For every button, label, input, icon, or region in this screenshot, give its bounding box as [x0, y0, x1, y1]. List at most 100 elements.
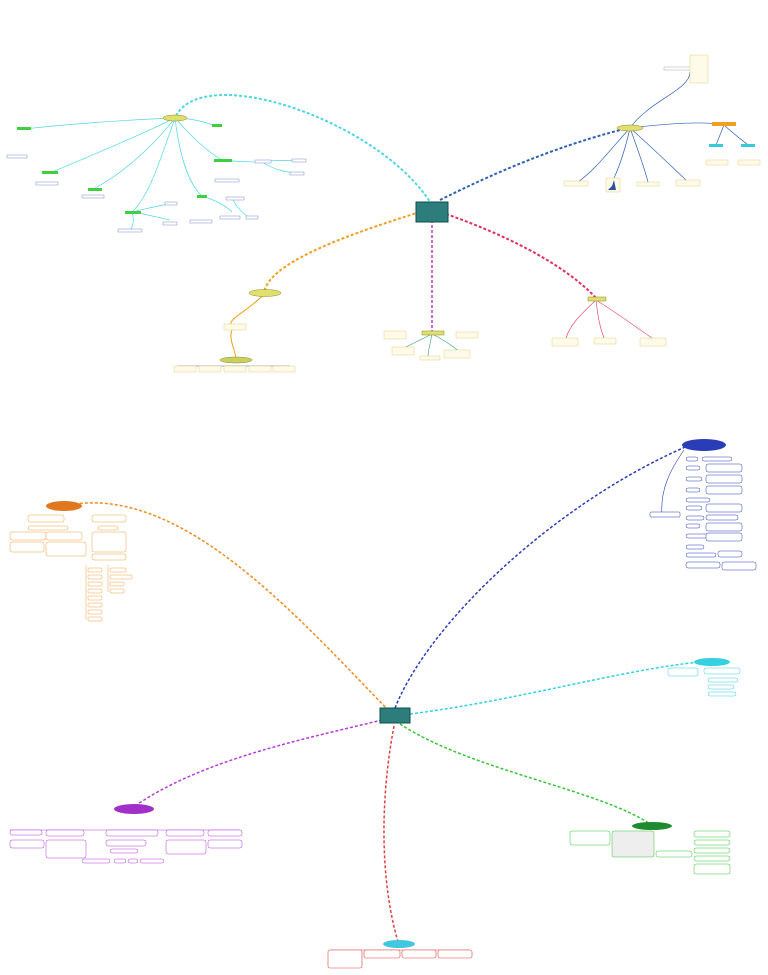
leaf-node[interactable] [127, 858, 139, 864]
leaf-node[interactable] [419, 355, 441, 361]
leaf-node[interactable] [685, 476, 703, 482]
leaf-node[interactable] [443, 349, 471, 359]
leaf-node[interactable] [27, 525, 69, 531]
branch-node-upper-right[interactable] [682, 439, 726, 451]
branch-node-right[interactable] [694, 658, 730, 666]
leaf-node[interactable] [685, 544, 705, 550]
leaf-node[interactable] [91, 531, 127, 553]
leaf-node[interactable] [611, 830, 655, 858]
leaf-node[interactable] [701, 456, 733, 462]
leaf-node[interactable] [207, 829, 243, 837]
branch-node-left[interactable] [248, 289, 282, 297]
leaf-node[interactable] [685, 505, 703, 511]
leaf-node[interactable] [693, 847, 731, 854]
sub-branch-node[interactable] [219, 356, 253, 364]
leaf-node[interactable] [391, 346, 415, 356]
leaf-node[interactable] [81, 858, 111, 864]
leaf-node[interactable] [45, 531, 83, 541]
leaf-node[interactable] [109, 567, 127, 573]
leaf-node[interactable] [685, 465, 701, 471]
leaf-node[interactable] [197, 195, 207, 198]
leaf-node[interactable] [87, 581, 103, 587]
leaf-node[interactable] [42, 171, 58, 174]
leaf-node[interactable] [685, 533, 709, 539]
leaf-node[interactable] [109, 574, 133, 580]
leaf-node[interactable] [88, 188, 102, 191]
leaf-node[interactable] [707, 691, 737, 697]
leaf-node[interactable] [569, 830, 611, 846]
leaf-node[interactable] [9, 829, 43, 836]
leaf-node[interactable] [165, 839, 207, 855]
leaf-node[interactable] [685, 523, 701, 529]
leaf-node[interactable] [27, 514, 65, 523]
leaf-node[interactable] [289, 171, 305, 176]
leaf-node[interactable] [705, 503, 743, 513]
leaf-node[interactable] [91, 514, 127, 523]
leaf-node[interactable] [705, 474, 743, 484]
leaf-node[interactable] [214, 178, 240, 183]
leaf-node[interactable] [87, 609, 103, 615]
leaf-node[interactable] [649, 511, 681, 518]
leaf-node[interactable] [109, 588, 125, 594]
leaf-node[interactable] [703, 667, 741, 675]
leaf-node[interactable] [109, 848, 139, 854]
leaf-node[interactable] [198, 365, 222, 373]
leaf-node[interactable] [563, 180, 589, 187]
leaf-node[interactable] [17, 127, 31, 130]
leaf-node[interactable] [35, 181, 59, 186]
leaf-node[interactable] [705, 463, 743, 473]
leaf-node[interactable] [705, 532, 743, 542]
leaf-node[interactable] [87, 616, 103, 622]
leaf-node[interactable] [363, 949, 401, 959]
leaf-node[interactable] [6, 154, 28, 159]
leaf-node[interactable] [207, 839, 243, 849]
leaf-node[interactable] [9, 839, 45, 849]
leaf-node[interactable] [97, 525, 119, 531]
leaf-node[interactable] [248, 365, 272, 373]
leaf-node[interactable] [223, 365, 247, 373]
leaf-node[interactable] [707, 684, 735, 690]
leaf-node[interactable] [685, 456, 699, 462]
leaf-node[interactable] [693, 863, 731, 875]
leaf-node[interactable] [437, 949, 473, 959]
leaf-node[interactable] [87, 567, 103, 573]
leaf-node[interactable] [117, 228, 143, 233]
leaf-node[interactable] [383, 330, 407, 340]
leaf-node[interactable] [272, 365, 296, 373]
leaf-node[interactable] [685, 487, 701, 493]
leaf-node[interactable] [689, 54, 709, 84]
leaf-node[interactable] [685, 552, 717, 558]
leaf-node[interactable] [636, 181, 660, 187]
leaf-node[interactable] [109, 581, 125, 587]
leaf-node[interactable] [693, 855, 731, 862]
leaf-node[interactable] [593, 337, 617, 345]
leaf-node[interactable] [245, 215, 259, 220]
leaf-node[interactable] [113, 858, 127, 864]
leaf-node[interactable] [91, 553, 127, 561]
branch-node-bottom[interactable] [383, 940, 415, 948]
leaf-node[interactable] [455, 331, 479, 339]
branch-node-lower-left[interactable] [114, 804, 154, 814]
leaf-node[interactable] [45, 839, 87, 859]
leaf-node[interactable] [705, 514, 739, 521]
leaf-node[interactable] [327, 949, 363, 969]
leaf-node[interactable] [741, 144, 755, 147]
leaf-node[interactable] [709, 144, 723, 147]
leaf-node[interactable] [254, 159, 272, 164]
leaf-node[interactable] [81, 194, 105, 199]
branch-node-lower-right[interactable] [632, 822, 672, 830]
leaf-node[interactable] [401, 949, 437, 959]
leaf-node[interactable] [9, 541, 45, 553]
branch-node-top-left[interactable] [162, 114, 188, 122]
leaf-node[interactable] [685, 497, 711, 503]
leaf-node[interactable] [693, 830, 731, 838]
leaf-node[interactable] [663, 66, 693, 71]
leaf-node[interactable] [693, 839, 731, 846]
leaf-node[interactable] [164, 201, 178, 206]
leaf-node[interactable] [685, 561, 721, 569]
branch-node-right[interactable] [587, 296, 607, 302]
leaf-node[interactable] [705, 522, 743, 532]
leaf-node[interactable] [212, 124, 222, 127]
leaf-node[interactable] [45, 829, 85, 837]
leaf-node[interactable] [712, 122, 736, 126]
